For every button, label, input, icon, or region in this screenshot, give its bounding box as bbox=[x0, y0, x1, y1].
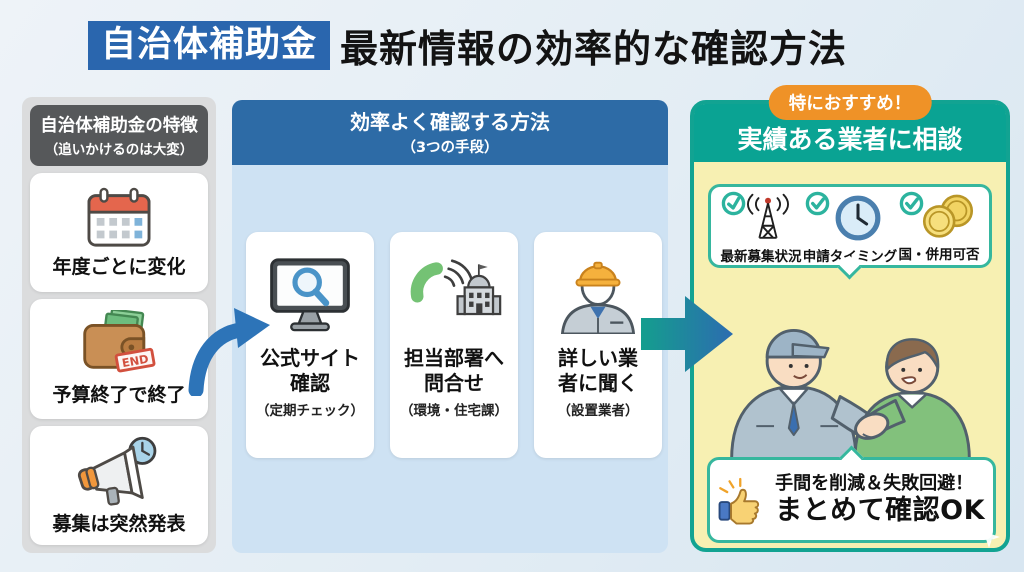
bubble-item-combination: 国・併用可否 bbox=[897, 191, 981, 263]
feature-card-budget-end: END 予算終了で終了 bbox=[30, 299, 208, 419]
monitor-search-icon bbox=[265, 242, 355, 346]
calendar-icon bbox=[87, 187, 151, 247]
check-icon bbox=[899, 191, 924, 216]
bubble-iconrow bbox=[803, 191, 897, 243]
worker-icon bbox=[553, 242, 643, 346]
phone-building-icon bbox=[404, 242, 504, 346]
features-header-line1: 自治体補助金の特徴 bbox=[40, 116, 198, 136]
bubble-iconrow bbox=[719, 191, 803, 243]
benefit-box: 手間を削減＆失敗回避！ まとめて確認OK bbox=[707, 445, 996, 543]
methods-header-line1: 効率よく確認する方法 bbox=[350, 110, 550, 134]
recommend-panel: 特におすすめ！ 実績ある業者に相談 bbox=[690, 85, 1010, 552]
recommend-badge: 特におすすめ！ bbox=[768, 85, 932, 120]
handshake-illustration bbox=[730, 328, 971, 460]
feature-label: 年度ごとに変化 bbox=[52, 255, 186, 278]
thumbs-up-icon bbox=[718, 477, 760, 524]
feature-card-yearly-change: 年度ごとに変化 bbox=[30, 173, 208, 293]
bubble-label: 最新募集状況 bbox=[720, 249, 802, 265]
benefit-text: 手間を削減＆失敗回避！ まとめて確認OK bbox=[775, 473, 985, 527]
benefit-line1: 手間を削減＆失敗回避！ bbox=[775, 473, 974, 494]
features-header-line2: （追いかけるのは大変） bbox=[44, 142, 194, 158]
megaphone-clock-icon bbox=[77, 436, 157, 506]
method-note: （設置業者） bbox=[557, 403, 639, 419]
method-label-line1: 詳しい業 bbox=[558, 346, 638, 370]
check-items-bubble: 最新募集状況 申請タイミング bbox=[708, 184, 992, 280]
bubble-label: 国・併用可否 bbox=[898, 247, 980, 263]
feature-card-sudden-announce: 募集は突然発表 bbox=[30, 425, 208, 545]
title-heading: 最新情報の効率的な確認方法 bbox=[340, 27, 848, 71]
feature-label: 募集は突然発表 bbox=[52, 512, 186, 535]
wallet-stamp-text: END bbox=[121, 352, 150, 370]
feature-label: 予算終了で終了 bbox=[52, 384, 186, 407]
check-icon bbox=[721, 191, 746, 216]
method-label-line1: 公式サイト bbox=[260, 346, 360, 370]
recommend-header: 実績ある業者に相談 bbox=[694, 104, 1006, 162]
method-note: （定期チェック） bbox=[256, 403, 364, 419]
methods-header: 効率よく確認する方法 （3つの手段） bbox=[232, 100, 668, 165]
coins-icon bbox=[922, 194, 974, 238]
bubble-iconrow bbox=[897, 191, 981, 241]
benefit-line2: まとめて確認OK bbox=[775, 494, 985, 526]
methods-cards: 公式サイト 確認 （定期チェック） bbox=[246, 232, 662, 458]
features-panel: 自治体補助金の特徴 （追いかけるのは大変） 年度ごとに変化 bbox=[22, 97, 216, 553]
method-label-line2: 問合せ bbox=[424, 371, 484, 395]
title-badge: 自治体補助金 bbox=[88, 21, 331, 70]
sparkle-icon bbox=[978, 526, 1000, 548]
clock-icon bbox=[835, 195, 881, 241]
method-note: （環境・住宅課） bbox=[400, 403, 508, 419]
bubble-item-timing: 申請タイミング bbox=[803, 191, 897, 265]
method-label-line1: 担当部署へ bbox=[404, 346, 504, 370]
method-card-official-site: 公式サイト 確認 （定期チェック） bbox=[246, 232, 374, 458]
big-arrow-icon bbox=[641, 296, 733, 372]
curved-arrow-icon bbox=[188, 308, 270, 396]
methods-panel: 効率よく確認する方法 （3つの手段） 公式サイト 確認 （定期チェッ bbox=[232, 100, 668, 553]
bubble-item-recruitment: 最新募集状況 bbox=[719, 191, 803, 265]
check-icon bbox=[805, 191, 830, 216]
method-label-line2: 確認 bbox=[290, 371, 330, 395]
wallet-end-icon: END bbox=[83, 310, 156, 373]
methods-header-line2: （3つの手段） bbox=[401, 140, 499, 156]
features-header: 自治体補助金の特徴 （追いかけるのは大変） bbox=[30, 105, 208, 166]
method-card-contact-department: 担当部署へ 問合せ （環境・住宅課） bbox=[390, 232, 518, 458]
page-title: 自治体補助金 最新情報の効率的な確認方法 bbox=[88, 18, 847, 73]
antenna-icon bbox=[747, 193, 789, 239]
method-label-line2: 者に聞く bbox=[558, 371, 638, 395]
method-card-ask-contractor: 詳しい業 者に聞く （設置業者） bbox=[534, 232, 662, 458]
